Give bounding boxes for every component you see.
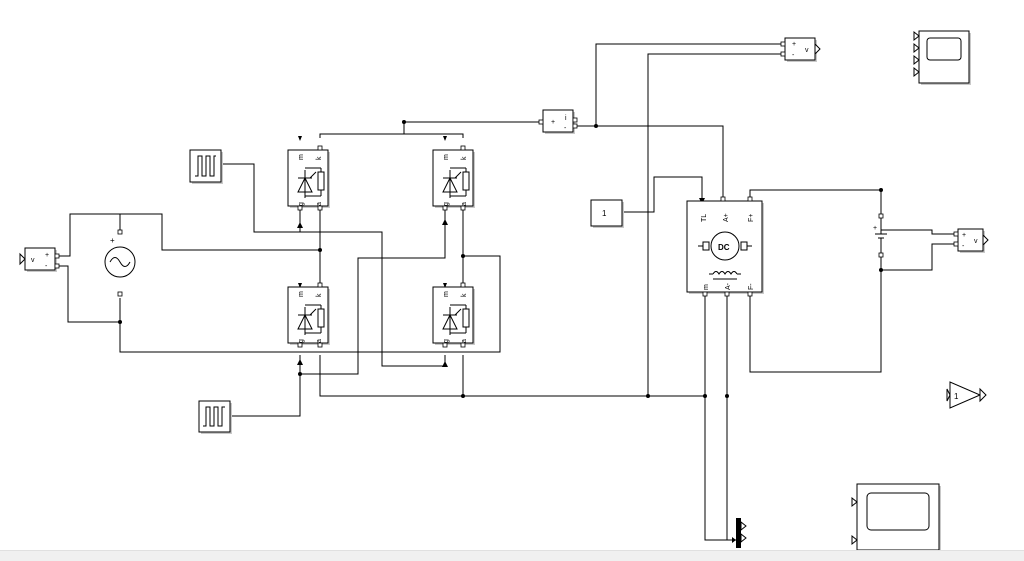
svg-text:g: g <box>443 339 450 343</box>
voltage-sensor-left-plus: + <box>45 252 49 259</box>
scope-top-right[interactable] <box>913 30 971 85</box>
dc-motor-label: DC <box>718 243 730 252</box>
scope-bottom-right[interactable] <box>851 483 941 551</box>
svg-text:F+: F+ <box>748 214 755 222</box>
svg-text:m: m <box>443 154 450 160</box>
status-bar <box>0 550 1024 561</box>
bus-selector[interactable] <box>732 518 747 548</box>
thyristor-4[interactable]: m k g a <box>432 282 475 348</box>
svg-text:a: a <box>316 339 323 343</box>
thyristor-1[interactable]: m k g a <box>287 145 330 211</box>
svg-text:m: m <box>298 154 305 160</box>
svg-text:k: k <box>461 293 468 297</box>
voltage-sensor-left[interactable]: v + - <box>19 247 60 272</box>
voltage-sensor-top-plus: + <box>792 41 796 48</box>
outport-number: 1 <box>954 392 959 401</box>
svg-text:m: m <box>443 291 450 297</box>
svg-text:m: m <box>703 284 710 290</box>
svg-text:k: k <box>316 293 323 297</box>
constant-block[interactable]: 1 <box>590 199 624 228</box>
voltage-sensor-right-out: v <box>974 238 978 245</box>
ac-voltage-source[interactable]: + <box>104 229 136 297</box>
svg-text:a: a <box>316 202 323 206</box>
current-sensor-minus: - <box>564 125 567 132</box>
thyristor-2[interactable]: m k g a <box>432 145 475 211</box>
current-sensor[interactable]: + i - <box>538 109 578 134</box>
svg-text:A-: A- <box>725 282 732 290</box>
voltage-sensor-right-minus: - <box>962 243 965 250</box>
voltage-sensor-right[interactable]: + - v <box>953 228 989 253</box>
voltage-sensor-left-minus: - <box>45 263 48 270</box>
signal-lines[interactable] <box>57 43 958 541</box>
dc-source-plus: + <box>873 225 877 232</box>
voltage-sensor-left-out: v <box>31 257 35 264</box>
pulse-generator-bottom[interactable] <box>198 400 232 434</box>
svg-text:TL: TL <box>701 214 708 222</box>
voltage-sensor-right-plus: + <box>962 232 966 239</box>
pulse-generator-icon <box>195 155 216 177</box>
svg-text:g: g <box>443 202 450 206</box>
svg-text:g: g <box>298 339 305 343</box>
current-sensor-plus: + <box>551 119 555 126</box>
ac-source-plus-sign: + <box>110 236 115 245</box>
current-sensor-out: i <box>565 115 567 122</box>
dc-voltage-source[interactable]: + <box>873 213 887 258</box>
svg-text:a: a <box>461 339 468 343</box>
constant-value: 1 <box>602 209 607 218</box>
svg-text:A+: A+ <box>723 213 730 222</box>
pulse-generator-top[interactable] <box>189 149 223 184</box>
thyristor-3[interactable]: m k g a <box>287 282 330 348</box>
svg-text:k: k <box>461 156 468 160</box>
svg-text:a: a <box>461 202 468 206</box>
pulse-generator-icon <box>203 406 225 427</box>
svg-text:k: k <box>316 156 323 160</box>
svg-text:g: g <box>298 202 305 206</box>
svg-text:m: m <box>298 291 305 297</box>
voltage-sensor-top[interactable]: + - v <box>780 37 821 62</box>
dc-machine[interactable]: TL A+ F+ DC m A- F- <box>686 196 764 297</box>
svg-text:F-: F- <box>748 283 755 290</box>
voltage-sensor-top-out: v <box>805 47 809 54</box>
outport-1[interactable]: 1 <box>946 381 987 409</box>
voltage-sensor-top-minus: - <box>792 52 795 59</box>
